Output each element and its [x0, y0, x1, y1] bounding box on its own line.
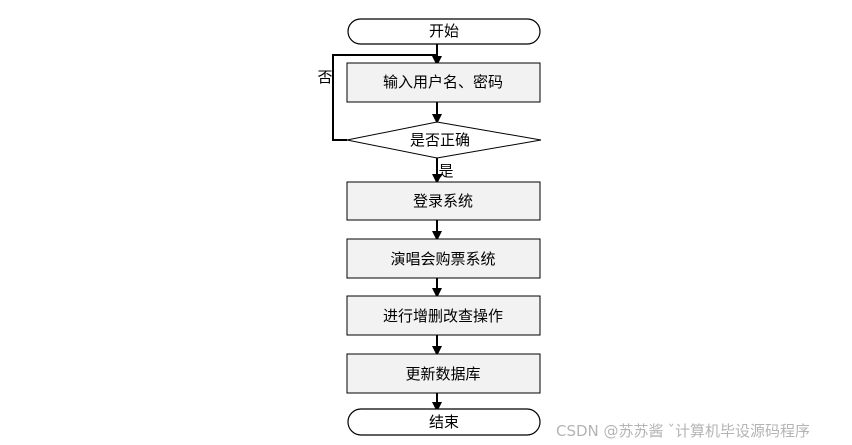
- no-loop-connector: [332, 54, 437, 141]
- ticket-system-node: 演唱会购票系统: [346, 238, 541, 279]
- watermark-right: ˇ计算机毕设源码程序: [667, 422, 811, 440]
- update-db-node: 更新数据库: [346, 353, 541, 394]
- ticket-system-label: 演唱会购票系统: [390, 250, 495, 268]
- watermark-left: CSDN @苏苏酱: [556, 422, 664, 440]
- login-node: 登录系统: [346, 181, 541, 221]
- no-label: 否: [317, 68, 332, 86]
- input-credentials-node: 输入用户名、密码: [346, 62, 541, 103]
- decision-label: 是否正确: [410, 131, 470, 149]
- input-credentials-label: 输入用户名、密码: [383, 73, 503, 91]
- start-node-label: 开始: [429, 22, 459, 40]
- login-label: 登录系统: [413, 192, 473, 210]
- update-db-label: 更新数据库: [405, 365, 480, 383]
- yes-label: 是: [438, 162, 453, 180]
- crud-label: 进行增删改查操作: [383, 307, 503, 325]
- end-node: 结束: [347, 408, 541, 436]
- watermark: CSDN @苏苏酱 ˇ计算机毕设源码程序: [556, 420, 810, 441]
- end-node-label: 结束: [429, 413, 459, 431]
- crud-node: 进行增删改查操作: [346, 295, 541, 336]
- decision-node: 是否正确: [346, 121, 542, 159]
- start-node: 开始: [347, 18, 541, 45]
